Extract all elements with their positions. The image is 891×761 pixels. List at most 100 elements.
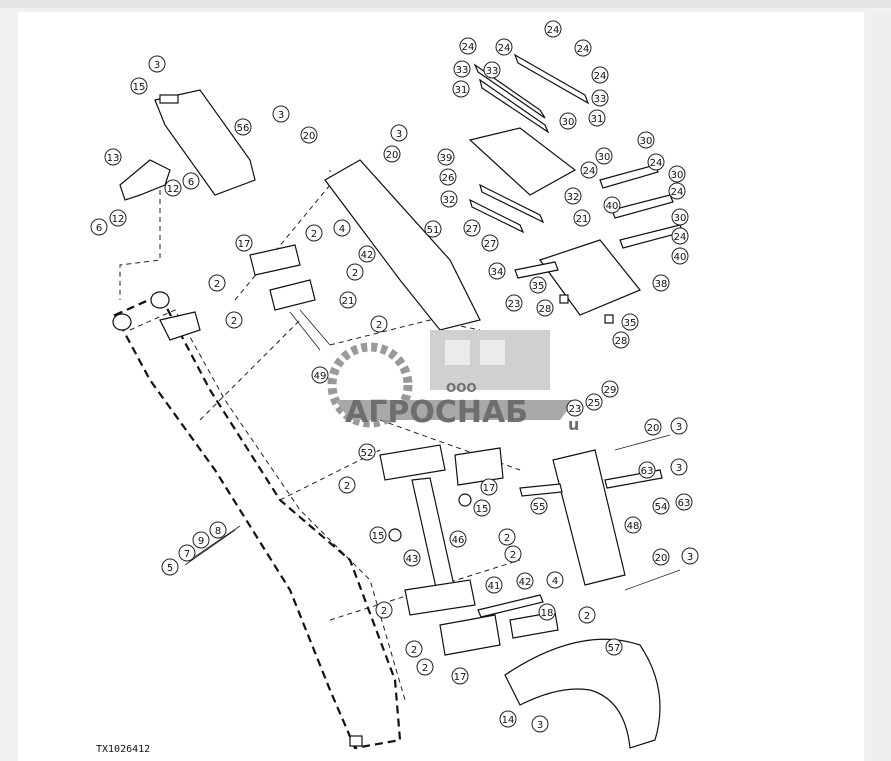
callout-50: 40	[671, 247, 689, 265]
callout-61: 49	[311, 366, 329, 384]
callout-84: 5	[161, 558, 179, 576]
svg-text:9: 9	[198, 536, 204, 547]
strips-24-30	[599, 164, 684, 249]
callout-19: 2	[208, 274, 226, 292]
callout-4: 3	[272, 105, 290, 123]
callout-43: 30	[595, 147, 613, 165]
callout-91: 2	[405, 640, 423, 658]
svg-text:26: 26	[442, 173, 455, 184]
callout-9: 6	[90, 218, 108, 236]
svg-text:8: 8	[215, 526, 221, 537]
svg-text:48: 48	[627, 521, 640, 532]
callout-54: 28	[536, 299, 554, 317]
callout-82: 9	[192, 531, 210, 549]
callout-23: 24	[544, 20, 562, 38]
svg-text:3: 3	[676, 463, 682, 474]
callout-66: 15	[369, 526, 387, 544]
callout-32: 31	[588, 109, 606, 127]
callout-10: 12	[109, 209, 127, 227]
svg-text:2: 2	[510, 550, 516, 561]
svg-text:3: 3	[278, 110, 284, 121]
callout-41: 30	[637, 131, 655, 149]
svg-text:24: 24	[583, 166, 596, 177]
callout-87: 4	[546, 571, 564, 589]
callout-67: 46	[449, 530, 467, 548]
svg-text:2: 2	[352, 268, 358, 279]
callout-83: 7	[178, 544, 196, 562]
callout-25: 24	[495, 38, 513, 56]
callout-52: 35	[529, 276, 547, 294]
svg-text:24: 24	[547, 25, 560, 36]
svg-text:13: 13	[107, 153, 120, 164]
svg-text:63: 63	[641, 466, 654, 477]
svg-text:4: 4	[339, 224, 345, 235]
callout-16: 4	[333, 219, 351, 237]
strips-27-32	[469, 183, 545, 234]
callout-13: 51	[424, 220, 442, 238]
svg-text:15: 15	[476, 504, 489, 515]
top-border	[0, 0, 891, 8]
svg-text:14: 14	[502, 715, 515, 726]
svg-text:30: 30	[598, 152, 611, 163]
svg-text:2: 2	[381, 606, 387, 617]
svg-text:30: 30	[562, 117, 575, 128]
callout-20: 2	[225, 311, 243, 329]
svg-text:42: 42	[519, 577, 532, 588]
callout-1: 3	[148, 55, 166, 73]
svg-text:24: 24	[577, 44, 590, 55]
callout-7: 12	[164, 179, 182, 197]
callout-93: 17	[451, 667, 469, 685]
callout-36: 32	[564, 187, 582, 205]
callout-76: 54	[652, 497, 670, 515]
right-margin	[866, 12, 891, 761]
svg-text:3: 3	[687, 552, 693, 563]
svg-text:2: 2	[411, 645, 417, 656]
callout-14: 17	[235, 234, 253, 252]
svg-text:28: 28	[539, 304, 552, 315]
svg-text:2: 2	[376, 320, 382, 331]
panel-56	[154, 89, 256, 196]
callout-42: 24	[580, 161, 598, 179]
svg-text:15: 15	[133, 82, 146, 93]
hardware-5-9	[184, 525, 241, 566]
svg-text:24: 24	[674, 232, 687, 243]
svg-text:2: 2	[311, 229, 317, 240]
callout-56: 35	[621, 313, 639, 331]
callout-44: 24	[647, 153, 665, 171]
svg-text:31: 31	[455, 85, 468, 96]
svg-text:25: 25	[588, 398, 601, 409]
callout-47: 40	[603, 196, 621, 214]
callout-17: 42	[358, 245, 376, 263]
svg-text:41: 41	[488, 581, 501, 592]
callout-49: 24	[671, 227, 689, 245]
callout-40: 32	[440, 190, 458, 208]
callout-2: 15	[130, 77, 148, 95]
watermark-small-text: ООО	[446, 381, 477, 395]
callout-73: 63	[638, 461, 656, 479]
callout-96: 3	[531, 715, 549, 733]
svg-text:40: 40	[606, 201, 619, 212]
callout-30: 24	[591, 66, 609, 84]
svg-text:31: 31	[591, 114, 604, 125]
svg-text:17: 17	[454, 672, 467, 683]
svg-text:27: 27	[466, 224, 479, 235]
svg-text:24: 24	[498, 43, 511, 54]
svg-text:2: 2	[214, 279, 220, 290]
svg-text:32: 32	[443, 195, 456, 206]
svg-text:12: 12	[112, 214, 125, 225]
callout-92: 2	[416, 658, 434, 676]
svg-text:57: 57	[608, 643, 621, 654]
callout-15: 2	[305, 224, 323, 242]
callout-6: 13	[104, 148, 122, 166]
small-parts-34-35	[514, 261, 614, 324]
svg-text:28: 28	[615, 336, 628, 347]
svg-text:2: 2	[504, 533, 510, 544]
strip-42-lower	[477, 594, 544, 618]
bracket-13	[119, 159, 171, 201]
plate-38	[539, 239, 641, 316]
svg-text:33: 33	[456, 65, 469, 76]
callout-48: 30	[671, 208, 689, 226]
svg-text:38: 38	[655, 279, 668, 290]
svg-text:55: 55	[533, 502, 546, 513]
callout-60: 23	[566, 399, 584, 417]
